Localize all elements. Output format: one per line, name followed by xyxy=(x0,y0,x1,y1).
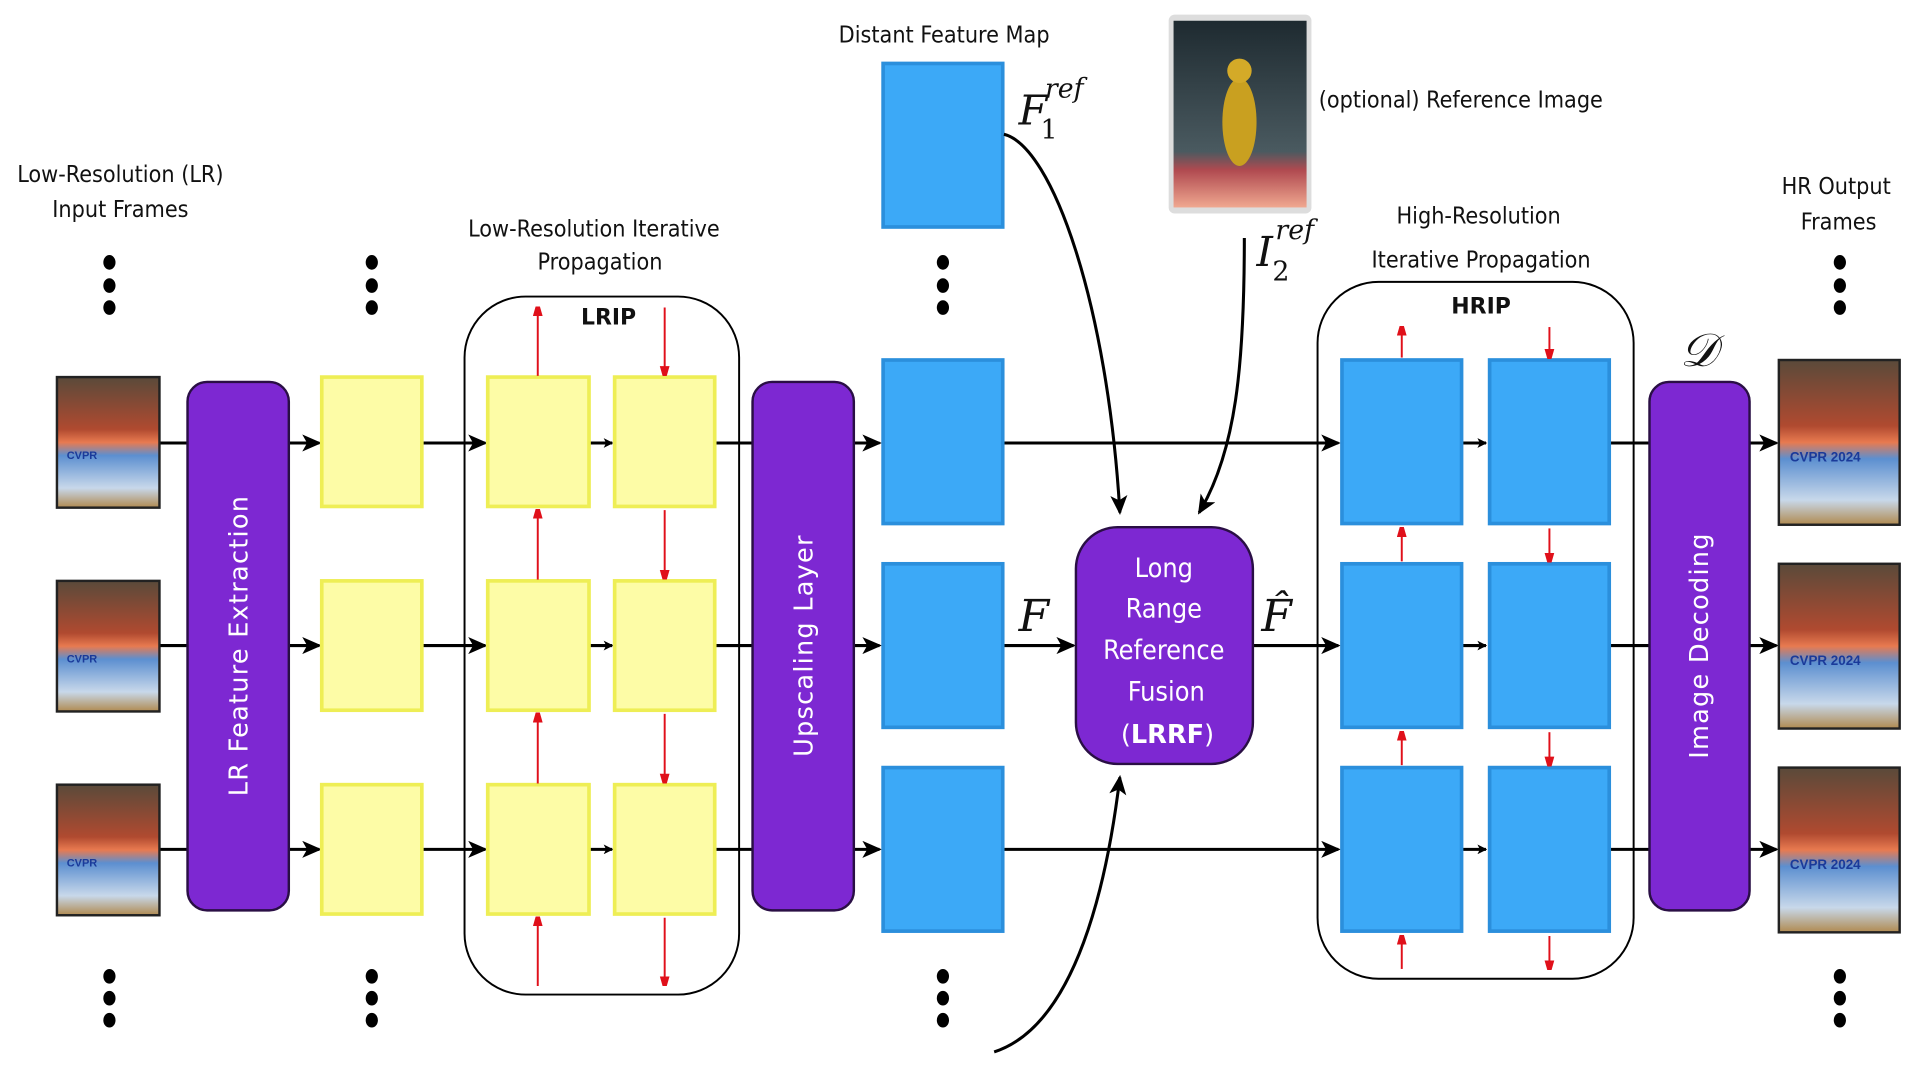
lr-feature-extraction-module xyxy=(186,380,291,912)
lrrf-label-line2: Range xyxy=(1126,593,1202,624)
input-frame: CVPR xyxy=(55,579,161,713)
lr-input-label: Low-Resolution (LR) Input Frames xyxy=(17,161,223,223)
decoder-label: 𝒟 xyxy=(1680,323,1725,377)
svg-text:CVPR: CVPR xyxy=(67,450,98,462)
f-hat-label: F̂ xyxy=(1260,589,1293,642)
hrip-title: High-Resolution Iterative Propagation xyxy=(1372,202,1591,273)
lrip-short-label: LRIP xyxy=(581,306,636,331)
lr-feature-block xyxy=(319,375,424,509)
image-decoding-module xyxy=(1648,380,1751,912)
lr-input-label-line2: Input Frames xyxy=(52,196,188,223)
lrip-forward-block xyxy=(485,782,591,916)
input-frame: CVPR xyxy=(55,375,161,509)
upscaled-feature-block xyxy=(881,561,1005,730)
lrip-forward-block xyxy=(485,375,591,509)
svg-text:CVPR 2024: CVPR 2024 xyxy=(1790,857,1861,872)
lr-input-label-line1: Low-Resolution (LR) xyxy=(17,161,223,188)
svg-text:CVPR 2024: CVPR 2024 xyxy=(1790,653,1861,668)
hrip-forward-block xyxy=(1340,765,1464,933)
ellipsis-dots xyxy=(103,255,1846,1028)
hr-output-label-line1: HR Output xyxy=(1782,173,1891,200)
distant-feature-map-block xyxy=(881,61,1005,229)
output-frames: CVPR 2024 CVPR 2024 CVPR 2024 xyxy=(1777,358,1901,934)
hrip-short-label: HRIP xyxy=(1451,295,1511,320)
reference-image-label: (optional) Reference Image xyxy=(1319,86,1603,113)
lrip-title: Low-Resolution Iterative Propagation xyxy=(468,216,720,276)
f-label: F xyxy=(1018,591,1051,642)
lrrf-label-line5: (LRRF) xyxy=(1121,720,1214,750)
lrip-forward-block xyxy=(485,579,591,713)
svg-text:CVPR: CVPR xyxy=(67,857,98,869)
upscaled-feature-block xyxy=(881,358,1005,526)
upscaled-feature-block xyxy=(881,765,1005,933)
distant-feature-map-label: Distant Feature Map xyxy=(839,22,1050,49)
svg-text:CVPR: CVPR xyxy=(67,654,98,666)
lrip-title-line1: Low-Resolution Iterative xyxy=(468,216,720,243)
output-frame: CVPR 2024 xyxy=(1777,766,1901,934)
lrip-backward-block xyxy=(612,579,717,713)
ellipsis-bottom-output xyxy=(1833,968,1846,1028)
lr-feature-block xyxy=(319,579,424,713)
ellipsis-bottom-feat xyxy=(365,968,378,1028)
ellipsis-top-output xyxy=(1833,255,1846,315)
distant-feature-to-lrrf-arrow xyxy=(1003,132,1128,515)
hrip-forward-block xyxy=(1340,358,1464,526)
hrip-forward-block xyxy=(1340,561,1464,730)
upscaling-layer-module xyxy=(751,380,856,912)
lrrf-label-line4: Fusion xyxy=(1128,676,1205,707)
hrip-backward-block xyxy=(1487,561,1612,730)
input-frames: CVPR CVPR CVPR xyxy=(55,375,161,917)
svg-text:CVPR 2024: CVPR 2024 xyxy=(1790,449,1861,464)
ellipsis-bottom-input xyxy=(103,968,116,1028)
hr-output-label-line2: Frames xyxy=(1801,208,1877,235)
lrip-title-line2: Propagation xyxy=(538,249,663,276)
output-frame: CVPR 2024 xyxy=(1777,562,1901,730)
lrrf-module: Long Range Reference Fusion (LRRF) xyxy=(1074,525,1255,766)
next-frame-to-lrrf-arrow xyxy=(993,774,1127,1054)
hrip-title-line1: High-Resolution xyxy=(1397,202,1561,229)
lrip-backward-block xyxy=(612,782,717,916)
image-decoding-label: Image Decoding xyxy=(1685,532,1715,759)
reference-image xyxy=(1168,14,1312,214)
lr-feature-extraction-label: LR Feature Extraction xyxy=(224,495,254,796)
hr-output-label: HR Output Frames xyxy=(1782,173,1891,235)
hrip-backward-block xyxy=(1487,765,1612,933)
ellipsis-bottom-up xyxy=(936,968,950,1028)
hrip-title-line2: Iterative Propagation xyxy=(1372,246,1591,273)
lr-feature-blocks xyxy=(319,375,717,916)
input-frame: CVPR xyxy=(55,783,161,917)
lrip-backward-block xyxy=(612,375,717,509)
reference-image-to-lrrf-arrow xyxy=(1197,237,1246,515)
ellipsis-top-feat xyxy=(365,255,378,315)
ellipsis-top-up xyxy=(936,255,950,315)
hrip-container xyxy=(1316,280,1635,980)
lrrf-label-line3: Reference xyxy=(1103,635,1224,666)
lr-feature-block xyxy=(319,782,424,916)
lrip-propagation-arrows xyxy=(538,308,665,987)
hrip-propagation-arrows xyxy=(1402,327,1550,969)
hrip-backward-block xyxy=(1487,358,1612,526)
ellipsis-top-input xyxy=(103,255,116,315)
lrrf-label-line1: Long xyxy=(1135,553,1193,584)
hr-feature-blocks xyxy=(881,61,1612,933)
upscaling-layer-label: Upscaling Layer xyxy=(789,534,819,757)
output-frame: CVPR 2024 xyxy=(1777,358,1901,526)
